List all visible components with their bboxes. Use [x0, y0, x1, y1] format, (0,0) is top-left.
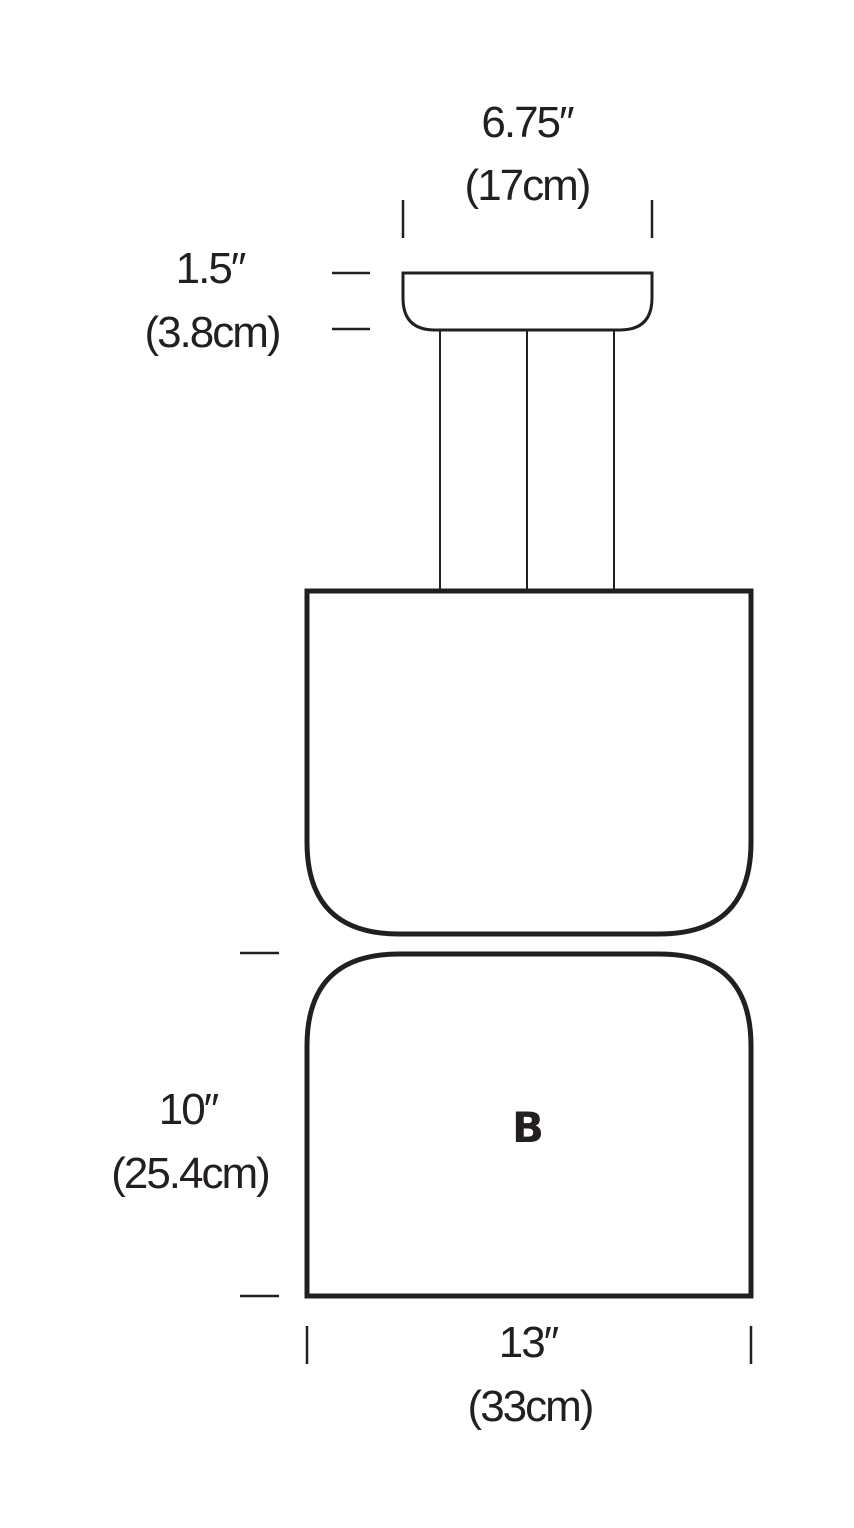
base-width-imperial: 13″ — [499, 1318, 559, 1367]
part-label-b: B — [512, 1103, 544, 1152]
base-height-metric: (25.4cm) — [111, 1149, 269, 1198]
upper-body — [304, 588, 754, 937]
base-height-imperial: 10″ — [159, 1085, 219, 1134]
top-width-metric: (17cm) — [465, 161, 590, 210]
base-width-metric: (33cm) — [468, 1382, 593, 1431]
top-width-imperial: 6.75″ — [481, 98, 574, 147]
cap-height-imperial: 1.5″ — [176, 244, 246, 293]
base-b — [304, 951, 754, 1299]
cap-piece — [401, 271, 654, 332]
cap-height-metric: (3.8cm) — [144, 308, 279, 357]
